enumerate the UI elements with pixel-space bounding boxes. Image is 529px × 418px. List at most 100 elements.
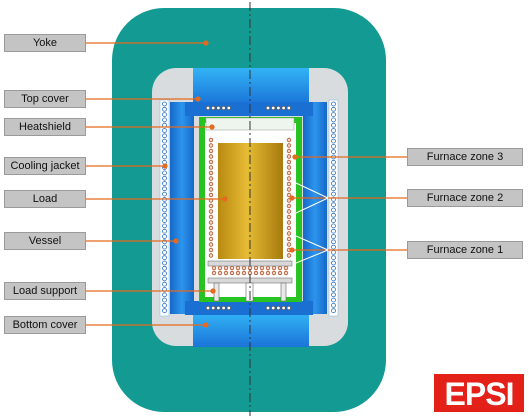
cooling-channel — [331, 281, 336, 287]
cooling-channel — [331, 175, 336, 181]
cooling-channel — [331, 228, 336, 234]
cooling-channel — [331, 181, 336, 186]
cover-coil — [281, 305, 286, 311]
cover-coil — [205, 305, 211, 311]
bottom-heating-coil — [229, 270, 235, 276]
leader-lines-right — [289, 154, 407, 253]
bottom-heating-coil — [223, 265, 229, 271]
cooling-channel — [162, 101, 167, 107]
heating-coil — [208, 214, 214, 220]
heating-coil — [208, 253, 214, 258]
cooling-channel — [162, 154, 167, 160]
cooling-channel — [162, 117, 167, 123]
cooling-channel — [331, 106, 336, 112]
cooling-channel — [331, 117, 336, 123]
furnace-zone-fan-lines — [295, 182, 329, 264]
cooling-channel — [331, 170, 336, 176]
heating-coil — [286, 187, 292, 192]
bottom-heating-coil — [235, 265, 241, 271]
heating-coil — [208, 209, 214, 214]
cover-coil — [226, 305, 231, 311]
cooling-channel — [331, 255, 336, 261]
cooling-channel — [162, 143, 167, 149]
bottom-heating-coil — [277, 265, 283, 271]
logo-text: EPSI — [445, 376, 514, 412]
cooling-channel — [162, 112, 167, 117]
cooling-channel — [162, 302, 167, 308]
cooling-channel — [162, 128, 167, 133]
bottom-heating-coil — [235, 270, 241, 276]
label-furnace-zone-2: Furnace zone 2 — [407, 189, 523, 207]
heating-coil — [208, 236, 214, 242]
heating-coil — [286, 159, 292, 165]
heating-coil — [208, 137, 214, 143]
heating-coil — [286, 242, 292, 247]
cooling-channel — [162, 218, 167, 224]
heating-coil — [208, 192, 214, 198]
cooling-channel — [331, 218, 336, 224]
bottom-heating-coil — [211, 265, 217, 271]
cooling-channel — [162, 170, 167, 176]
vessel-top-plate — [185, 102, 313, 116]
cooling-channel — [162, 181, 167, 186]
cooling-channel — [331, 138, 336, 144]
cover-coil — [281, 105, 286, 111]
cooling-channel — [162, 223, 167, 229]
bottom-heating-coil — [277, 270, 283, 276]
cover-coil — [276, 105, 281, 111]
cooling-channel — [162, 149, 167, 155]
heating-coil — [286, 143, 292, 148]
cooling-channel — [331, 212, 336, 218]
cover-coil — [221, 305, 226, 311]
cooling-channel — [162, 292, 167, 298]
heating-coil — [286, 236, 292, 242]
cooling-channel — [162, 191, 167, 197]
label-load-support: Load support — [4, 282, 86, 300]
cooling-channel — [331, 202, 336, 208]
cooling-channel — [331, 112, 336, 117]
bottom-heating-coil — [241, 270, 247, 276]
cooling-channel — [162, 255, 167, 261]
cooling-channel — [331, 297, 336, 303]
vessel-left-wall — [170, 102, 194, 314]
cooling-channel — [331, 308, 336, 314]
cooling-channel — [331, 207, 336, 213]
heating-coil — [208, 203, 214, 209]
cooling-channel — [162, 260, 167, 266]
cooling-channel — [331, 276, 336, 282]
cooling-channel — [162, 249, 167, 255]
cooling-channel — [162, 133, 167, 139]
bottom-cover-shape — [193, 313, 309, 347]
cooling-channel — [331, 128, 336, 133]
cooling-channel — [331, 191, 336, 197]
epsi-logo: EPSI — [434, 374, 524, 412]
heating-coil — [286, 198, 292, 203]
top-cover-shape — [193, 68, 309, 104]
heating-coil — [208, 187, 214, 192]
label-cooling-jacket: Cooling jacket — [4, 157, 86, 175]
cover-coil — [271, 305, 276, 311]
bottom-heating-coil — [271, 265, 277, 271]
cover-coil — [271, 105, 276, 111]
cooling-channel — [162, 271, 167, 277]
heating-coil — [286, 231, 292, 236]
cover-coil — [221, 105, 226, 111]
heating-coil — [286, 214, 292, 220]
bottom-heating-coil — [223, 270, 229, 276]
bottom-heating-coil — [265, 265, 271, 271]
heating-coil — [286, 220, 292, 225]
heating-coil — [208, 181, 214, 187]
cooling-channel — [162, 244, 167, 250]
cooling-channel — [331, 165, 336, 171]
heating-coil — [286, 148, 292, 154]
cover-coil — [210, 305, 216, 311]
cooling-channel — [331, 260, 336, 266]
cooling-channel — [162, 297, 167, 303]
cooling-channel — [162, 281, 167, 287]
bottom-heating-coil — [283, 270, 289, 276]
cooling-channel — [331, 249, 336, 255]
cooling-channel — [331, 302, 336, 308]
cover-coil — [276, 305, 281, 311]
bottom-heating-coil — [253, 265, 259, 271]
